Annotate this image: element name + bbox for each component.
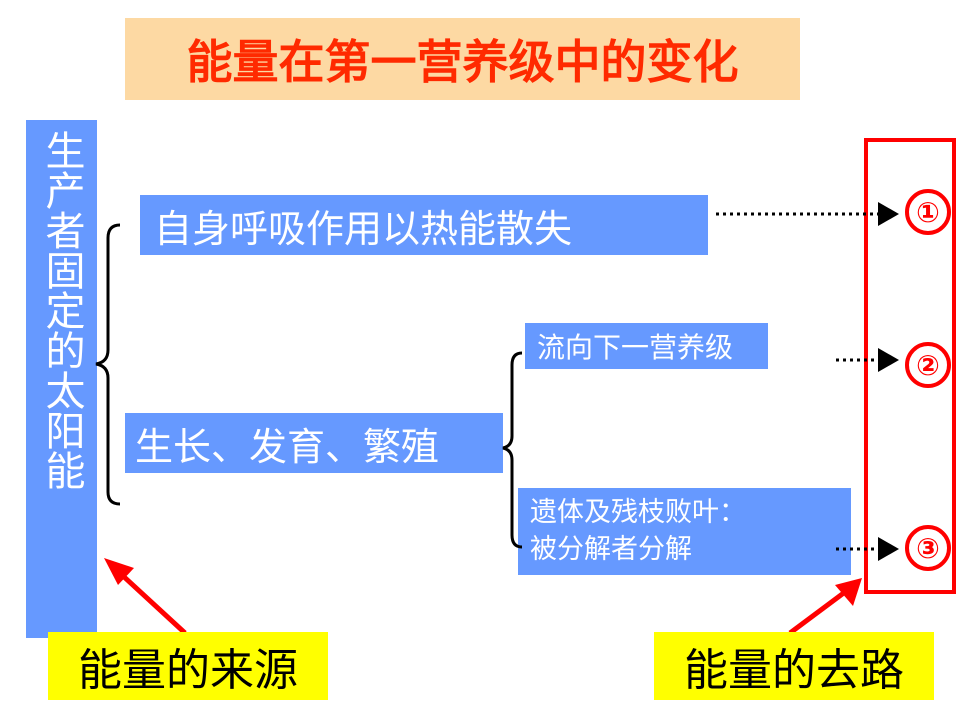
remains-line-1: 遗体及残枝败叶： (530, 497, 746, 529)
inner-brace (502, 351, 523, 549)
energy-destination-label: 能量的去路 (654, 632, 934, 700)
marker-1: ① (905, 189, 951, 235)
remains-box: 遗体及残枝败叶： 被分解者分解 (518, 488, 851, 575)
energy-source-label: 能量的来源 (48, 632, 328, 700)
growth-box: 生长、发育、繁殖 (125, 413, 503, 473)
energy-source-column: 生产者固定的太阳能 (26, 120, 97, 638)
marker-3: ③ (905, 525, 951, 571)
next-level-box: 流向下一营养级 (525, 323, 768, 369)
marker-2: ② (905, 342, 951, 388)
destination-red-arrow (788, 578, 862, 636)
source-red-arrow (104, 558, 187, 635)
source-column-text: 生产者固定的太阳能 (38, 130, 85, 490)
left-brace (95, 223, 121, 506)
page-title: 能量在第一营养级中的变化 (125, 18, 800, 100)
respiration-box: 自身呼吸作用以热能散失 (140, 195, 708, 255)
destination-frame (864, 138, 956, 594)
remains-line-2: 被分解者分解 (530, 533, 692, 565)
